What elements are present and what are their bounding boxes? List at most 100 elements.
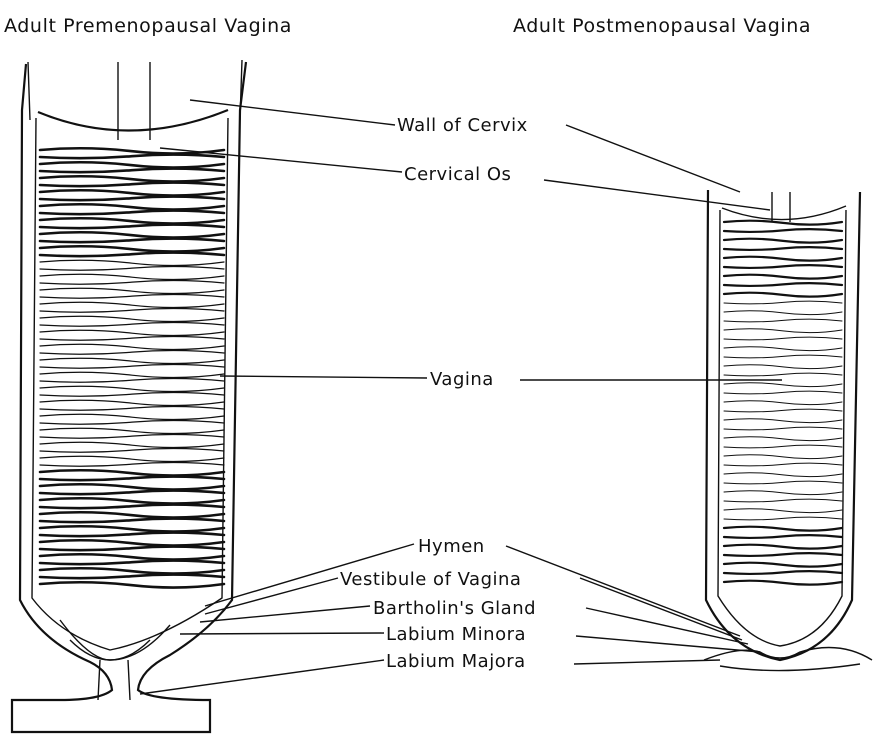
- fold-stroke: [38, 531, 226, 538]
- fold-stroke: [39, 363, 225, 369]
- fold-stroke: [722, 264, 844, 269]
- label-hymen: Hymen: [418, 536, 485, 557]
- fold-stroke: [722, 534, 844, 539]
- fold-stroke: [39, 315, 225, 323]
- fold-stroke: [722, 570, 844, 575]
- fold-stroke: [39, 349, 225, 355]
- fold-stroke: [38, 146, 226, 155]
- fold-stroke: [722, 579, 844, 586]
- fold-stroke: [39, 293, 225, 299]
- fold-stroke: [39, 447, 225, 453]
- fold-stroke: [722, 282, 844, 287]
- leader-cervical-os-left: [159, 147, 403, 173]
- fold-stroke: [723, 318, 843, 323]
- label-labium-majora: Labium Majora: [386, 651, 526, 672]
- fold-stroke: [38, 195, 226, 202]
- fold-stroke: [38, 545, 226, 552]
- fold-stroke: [723, 490, 843, 496]
- fold-stroke: [38, 475, 226, 482]
- fold-stroke: [39, 455, 225, 463]
- leader-bartholins-left: [199, 605, 371, 623]
- fold-stroke: [38, 538, 226, 547]
- label-vestibule: Vestibule of Vagina: [340, 569, 521, 590]
- fold-stroke: [39, 461, 225, 467]
- left-title: Adult Premenopausal Vagina: [4, 15, 292, 37]
- leader-labium-minora-left: [179, 632, 385, 635]
- leader-wall-of-cervix-right: [565, 124, 741, 193]
- label-bartholins-gland: Bartholin's Gland: [373, 598, 536, 619]
- fold-stroke: [39, 399, 225, 407]
- fold-stroke: [38, 174, 226, 183]
- fold-stroke: [38, 160, 226, 169]
- fold-stroke: [722, 525, 844, 532]
- premenopausal-vagina-illustration: [10, 59, 248, 734]
- fold-stroke: [723, 400, 843, 406]
- fold-stroke: [722, 552, 844, 557]
- fold-stroke: [38, 503, 226, 510]
- label-labium-minora: Labium Minora: [386, 624, 526, 645]
- fold-stroke: [723, 436, 843, 442]
- fold-stroke: [723, 328, 843, 334]
- fold-stroke: [722, 291, 844, 298]
- fold-stroke: [723, 454, 843, 460]
- fold-stroke: [38, 153, 226, 160]
- fold-stroke: [38, 230, 226, 239]
- fold-stroke: [39, 371, 225, 379]
- leader-labium-majora-left: [139, 659, 385, 695]
- fold-stroke: [38, 496, 226, 505]
- fold-stroke: [39, 427, 225, 435]
- fold-stroke: [38, 510, 226, 519]
- fold-stroke: [39, 321, 225, 327]
- fold-stroke: [38, 237, 226, 244]
- fold-stroke: [38, 188, 226, 197]
- fold-stroke: [38, 223, 226, 230]
- fold-stroke: [723, 516, 843, 521]
- label-vagina: Vagina: [430, 369, 494, 390]
- fold-stroke: [38, 489, 226, 496]
- fold-stroke: [38, 251, 226, 258]
- fold-stroke: [39, 343, 225, 351]
- fold-stroke: [38, 181, 226, 188]
- fold-stroke: [38, 482, 226, 491]
- fold-stroke: [39, 279, 225, 285]
- fold-stroke: [723, 418, 843, 424]
- leader-cervical-os-right: [543, 179, 771, 211]
- fold-stroke: [38, 216, 226, 225]
- leader-vestibule-left: [204, 577, 339, 615]
- label-wall-of-cervix: Wall of Cervix: [397, 115, 528, 136]
- fold-stroke: [722, 543, 844, 550]
- right-title: Adult Postmenopausal Vagina: [513, 15, 811, 37]
- label-cervical-os: Cervical Os: [404, 164, 511, 185]
- fold-stroke: [39, 287, 225, 295]
- fold-stroke: [722, 228, 844, 233]
- fold-stroke: [38, 202, 226, 211]
- fold-stroke: [38, 573, 226, 580]
- fold-stroke: [38, 167, 226, 174]
- fold-stroke: [722, 219, 844, 226]
- fold-stroke: [38, 209, 226, 216]
- fold-stroke: [722, 246, 844, 251]
- fold-stroke: [39, 441, 225, 449]
- fold-stroke: [39, 259, 225, 267]
- fold-stroke: [722, 273, 844, 280]
- fold-stroke: [39, 335, 225, 341]
- fold-stroke: [723, 346, 843, 352]
- leader-hymen-right: [505, 545, 741, 637]
- fold-stroke: [723, 426, 843, 431]
- fold-stroke: [723, 300, 843, 305]
- fold-stroke: [723, 480, 843, 485]
- fold-stroke: [39, 433, 225, 439]
- leader-labium-minora-right: [575, 635, 761, 653]
- fold-stroke: [39, 273, 225, 281]
- fold-stroke: [723, 372, 843, 377]
- fold-stroke: [723, 364, 843, 370]
- fold-stroke: [38, 559, 226, 566]
- leader-vagina-left: [219, 375, 428, 379]
- fold-stroke: [722, 561, 844, 568]
- fold-stroke: [38, 552, 226, 561]
- fold-stroke: [723, 472, 843, 478]
- fold-stroke: [39, 265, 225, 271]
- postmenopausal-rugae-folds: [722, 219, 844, 586]
- fold-stroke: [39, 307, 225, 313]
